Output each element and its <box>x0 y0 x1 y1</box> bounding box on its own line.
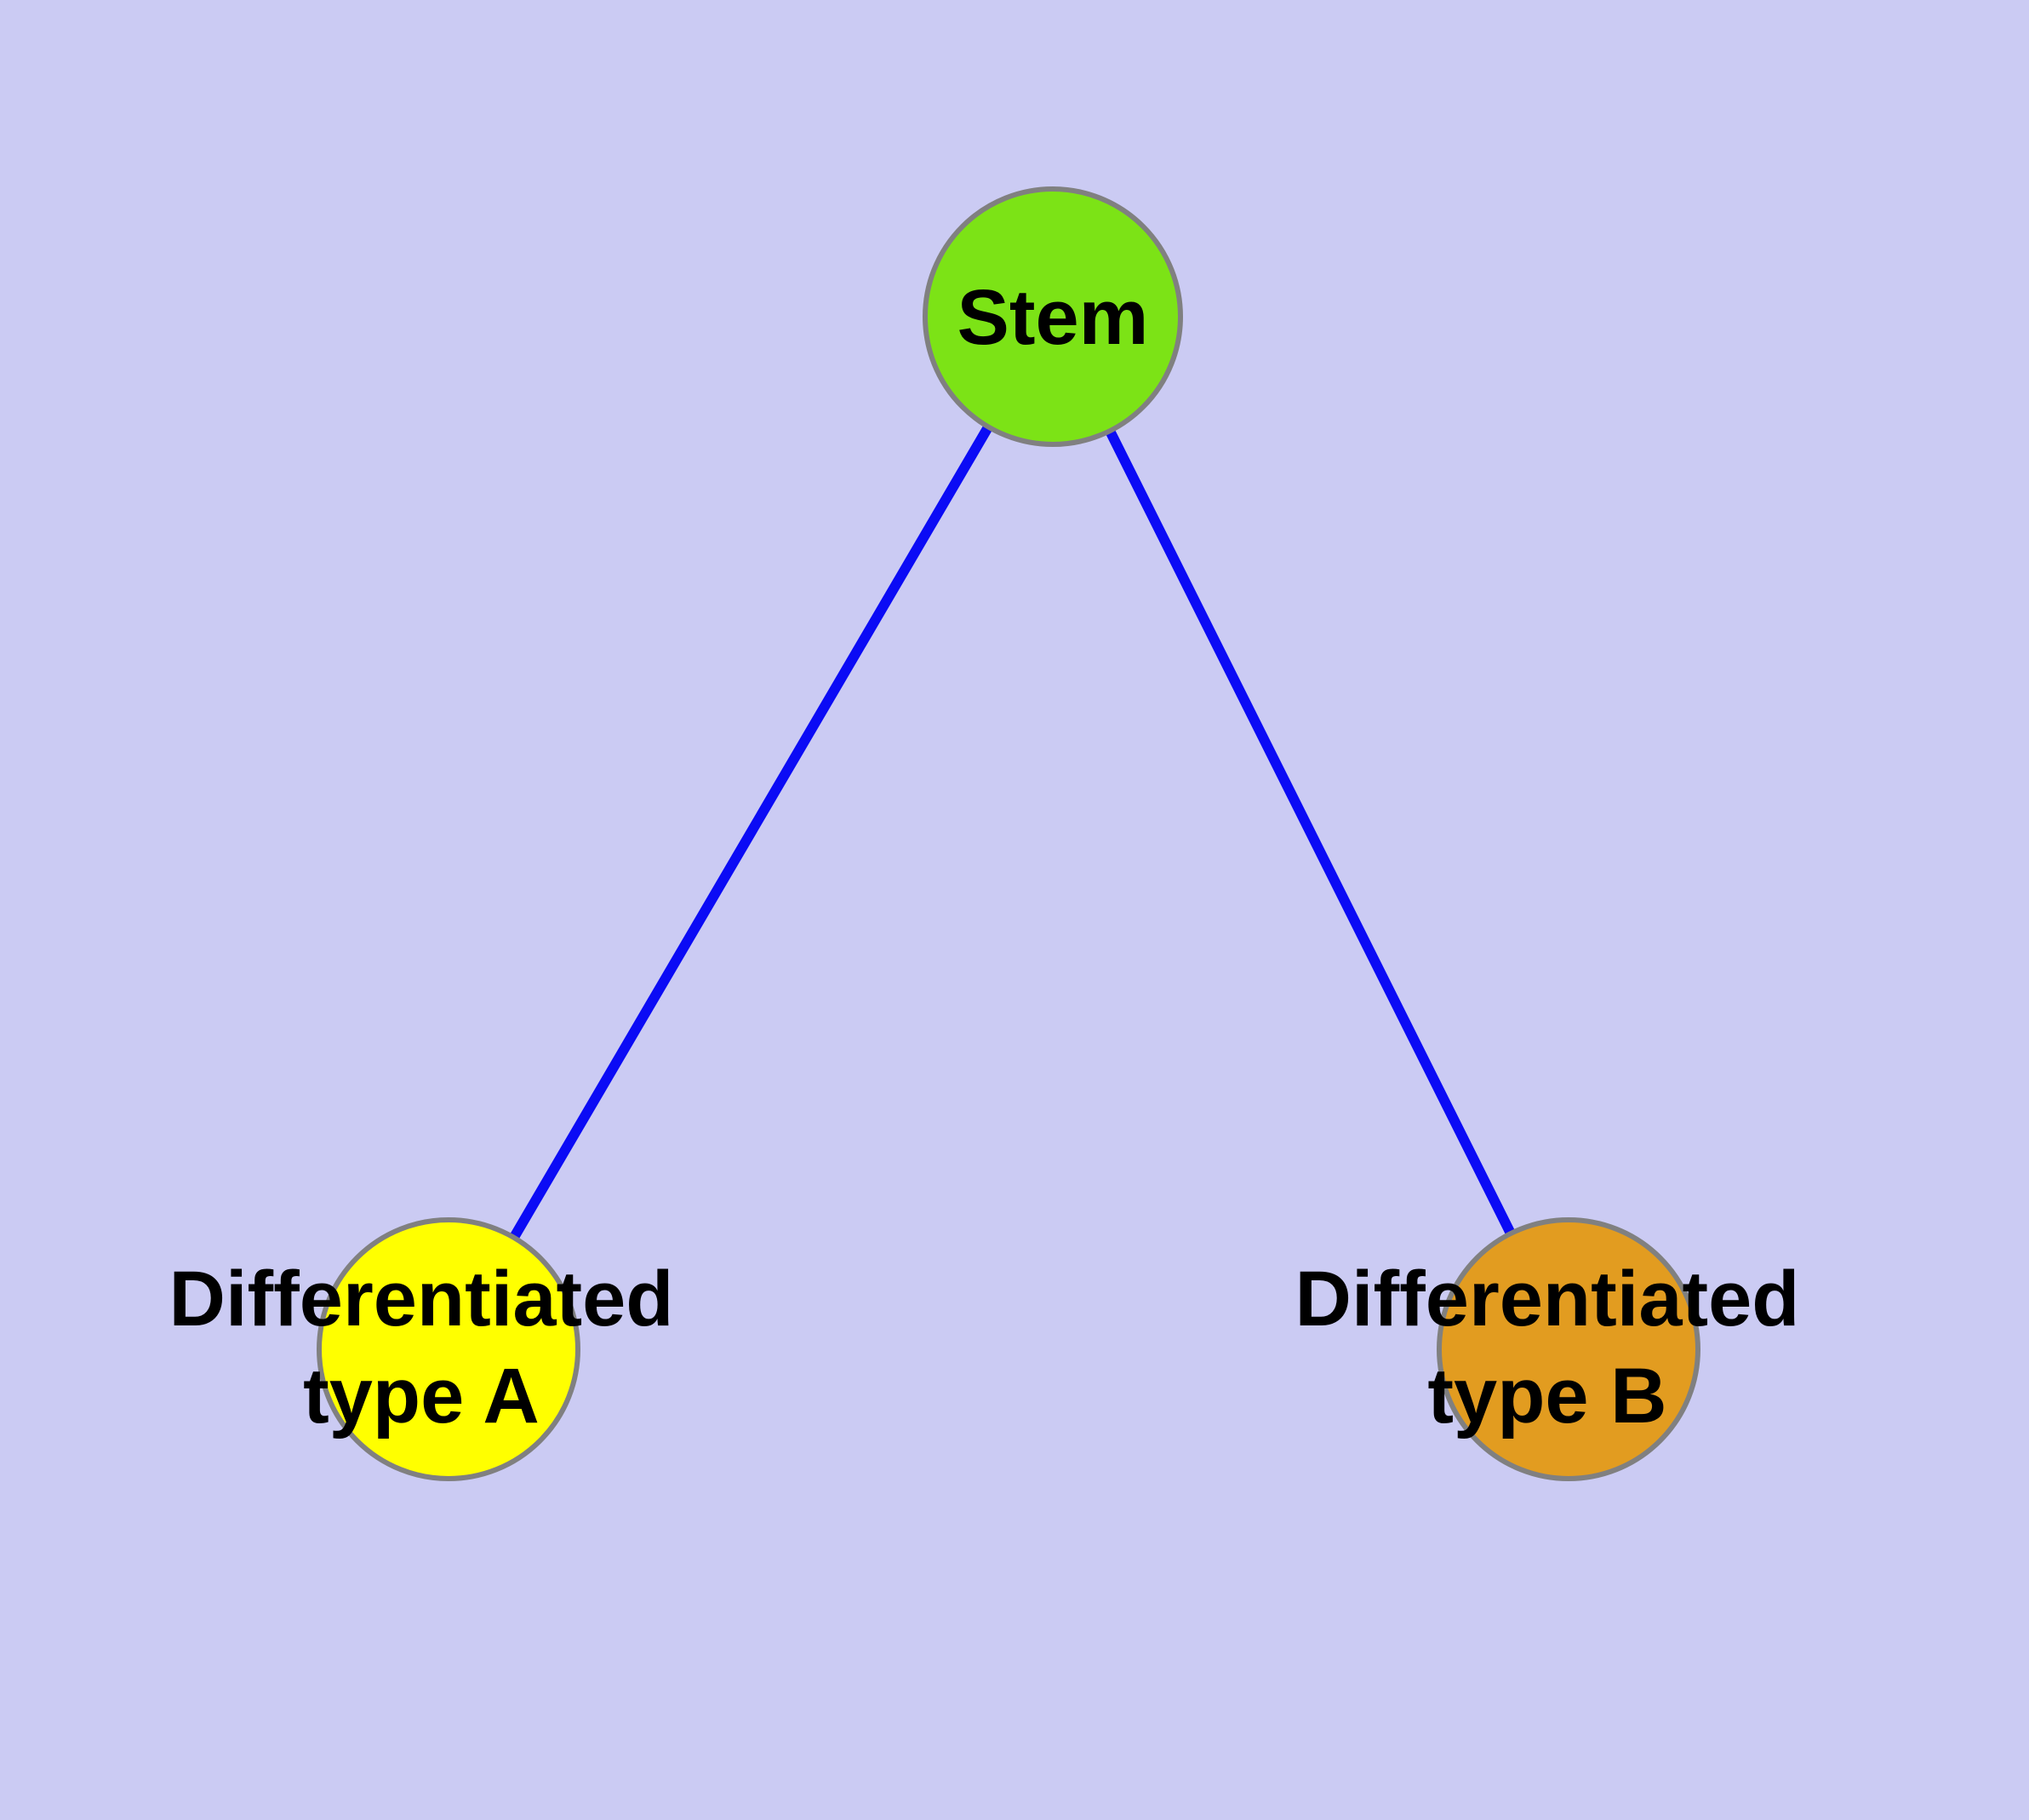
node-type-b-label-line-2: type B <box>1427 1353 1666 1439</box>
node-differentiated-type-a <box>317 1217 580 1481</box>
node-type-b-label-line-1: Differentiated <box>1295 1256 1800 1342</box>
node-stem-label: Stem <box>957 274 1149 361</box>
node-stem <box>923 186 1183 447</box>
node-type-a-label-line-2: type A <box>303 1353 540 1439</box>
edge-stem-to-type-a <box>443 312 1058 1354</box>
node-type-a-label-line-1: Differentiated <box>169 1256 674 1342</box>
edge-stem-to-type-b <box>1048 312 1574 1354</box>
node-differentiated-type-b <box>1437 1217 1700 1481</box>
